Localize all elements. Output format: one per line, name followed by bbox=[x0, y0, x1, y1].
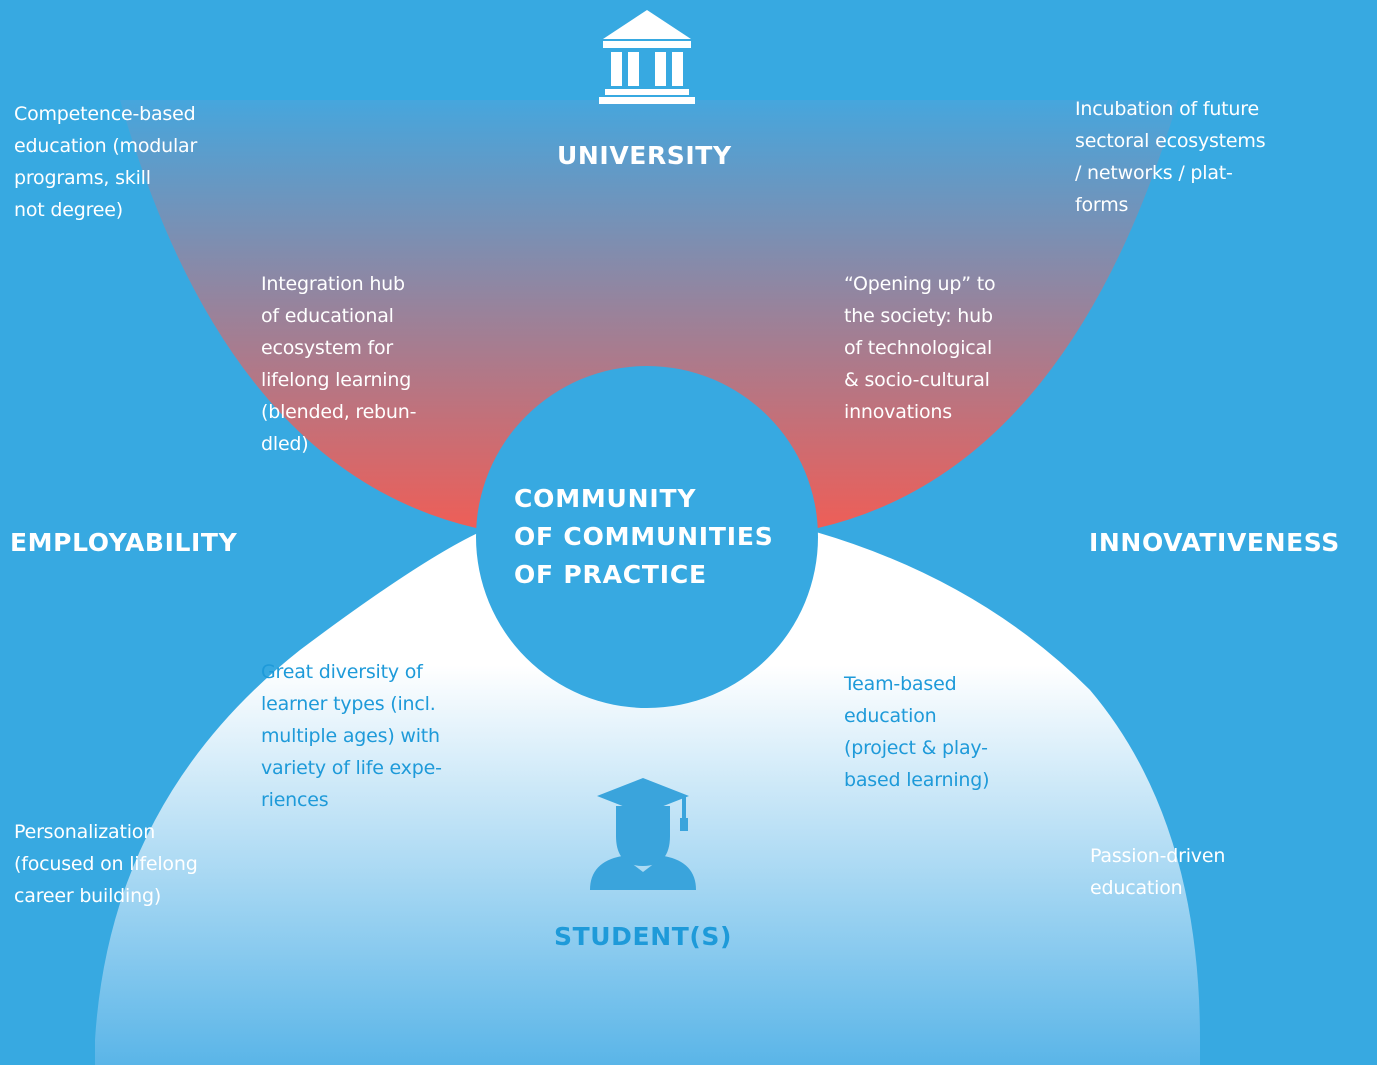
university-bowl bbox=[120, 100, 1178, 528]
center-title: COMMUNITY OF COMMUNITIES OF PRACTICE bbox=[514, 484, 774, 589]
center-circle bbox=[476, 366, 818, 708]
university-title: UNIVERSITY bbox=[557, 141, 732, 170]
personalization-note: Personalization (focused on lifelong car… bbox=[14, 821, 198, 907]
integration-hub-note: Integration hub of educational ecosystem… bbox=[261, 273, 417, 455]
incubation-note: Incubation of future sectoral ecosystems… bbox=[1075, 98, 1266, 216]
team-based-note: Team-based education (project & play- ba… bbox=[844, 673, 990, 791]
university-building-icon bbox=[599, 10, 695, 104]
competence-based-note: Competence-based education (modular prog… bbox=[14, 103, 198, 221]
graduate-student-icon bbox=[590, 778, 696, 890]
student-title: STUDENT(S) bbox=[554, 922, 733, 951]
opening-up-note: “Opening up” to the society: hub of tech… bbox=[844, 273, 996, 423]
innovativeness-label: INNOVATIVENESS bbox=[1089, 528, 1340, 557]
employability-label: EMPLOYABILITY bbox=[10, 528, 238, 557]
passion-driven-note: Passion-driven education bbox=[1090, 845, 1226, 899]
learner-diversity-note: Great diversity of learner types (incl. … bbox=[261, 661, 442, 811]
